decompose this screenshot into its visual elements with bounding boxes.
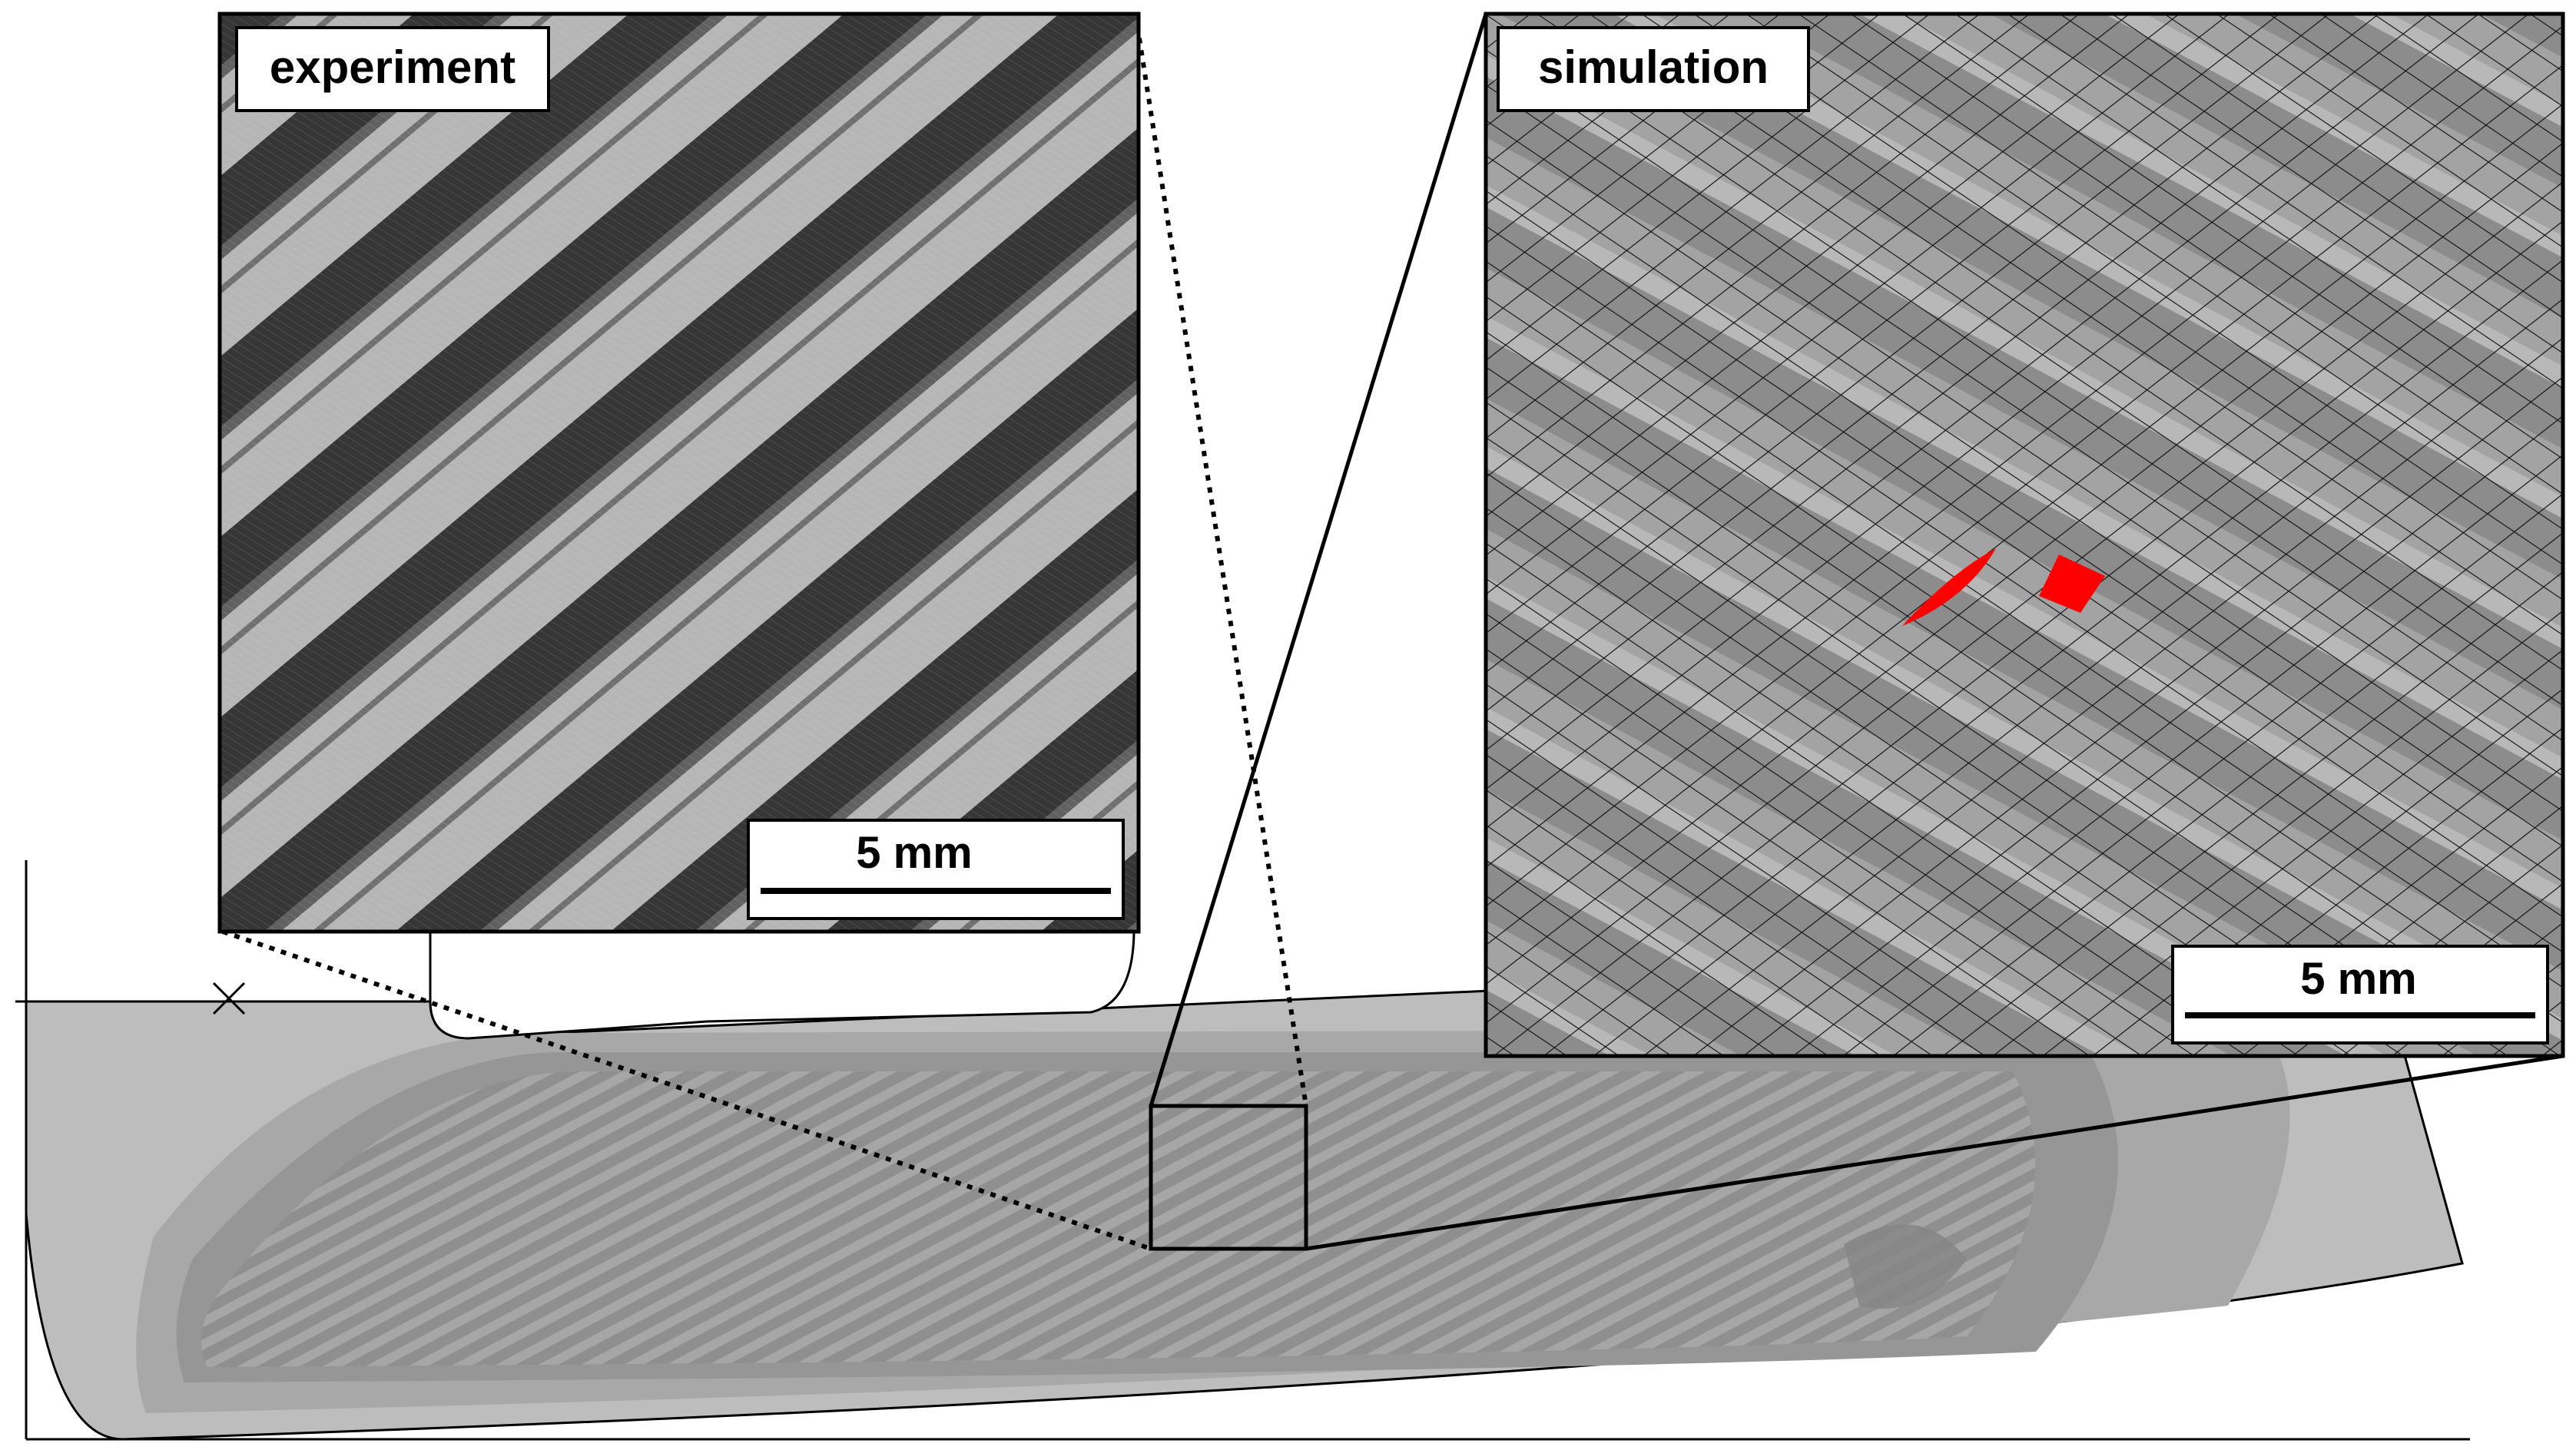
- simulation-connector-top: [1149, 13, 1488, 1107]
- simulation-connector-bottom: [1305, 1054, 2564, 1251]
- ridge-pattern: [201, 1071, 2036, 1367]
- simulation-scalebar-box: 5 mm: [2171, 945, 2549, 1044]
- failed-element-1: [1902, 548, 1996, 626]
- experiment-frame: [217, 12, 1141, 934]
- zoom-rectangle: [1149, 1104, 1308, 1251]
- simulation-frame: [1484, 12, 2565, 1058]
- experiment-label: experiment: [270, 41, 516, 93]
- experiment-connector-right: [1133, 13, 1308, 1107]
- tool-outline: [429, 931, 1135, 1040]
- workpiece: [25, 943, 2464, 1441]
- tool: [212, 931, 1135, 1040]
- zoom-region: [222, 13, 2564, 1251]
- experiment-scalebar-label: 5 mm: [856, 828, 973, 878]
- simulation-label-box: simulation: [1497, 26, 1810, 112]
- cross-marker: [212, 982, 246, 1015]
- experiment-panel: experiment 5 mm: [217, 12, 1141, 934]
- dark-spot: [1844, 1224, 1967, 1309]
- experiment-connector-left: [222, 929, 1152, 1251]
- simulation-scalebar-label: 5 mm: [2300, 954, 2417, 1004]
- simulation-mesh: [1486, 14, 2563, 1056]
- simulation-label: simulation: [1538, 41, 1769, 93]
- experiment-scalebar-box: 5 mm: [747, 819, 1125, 920]
- simulation-panel: simulation 5 mm: [1484, 12, 2565, 1058]
- experiment-label-box: experiment: [235, 26, 550, 112]
- failed-element-2: [2039, 555, 2105, 613]
